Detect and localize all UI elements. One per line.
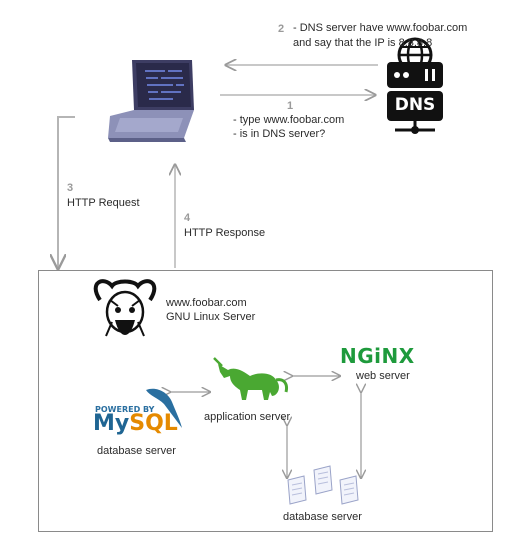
- step-2-number: 2: [278, 23, 285, 35]
- step-3-number: 3: [67, 182, 74, 194]
- server-box: [38, 270, 493, 532]
- step-1-line2: - is in DNS server?: [233, 128, 326, 140]
- mysql-logo: MySQL: [93, 411, 178, 436]
- http-request-label: HTTP Request: [67, 197, 140, 209]
- nginx-logo: NGiNX: [340, 344, 415, 368]
- mysql-logo-my: My: [93, 411, 130, 436]
- mysql-powered-text: POWERED BY: [95, 405, 155, 414]
- host-os: GNU Linux Server: [166, 311, 256, 323]
- http-response-label: HTTP Response: [184, 227, 266, 239]
- app-server-label: application server: [204, 411, 291, 423]
- db2-label: database server: [283, 511, 362, 523]
- step-1-number: 1: [287, 100, 294, 112]
- mysql-db-label: database server: [97, 445, 176, 457]
- step-1-line1: - type www.foobar.com: [233, 114, 345, 126]
- dns-label: DNS: [394, 95, 436, 115]
- step-2-line1: - DNS server have www.foobar.com: [293, 22, 468, 34]
- arrow-http-request: [58, 116, 75, 268]
- web-server-label: web server: [356, 370, 410, 382]
- step-2-line2: and say that the IP is 8.8.8.8: [293, 37, 433, 49]
- step-4-number: 4: [184, 212, 191, 224]
- mysql-logo-sql: SQL: [129, 411, 178, 436]
- host-domain: www.foobar.com: [166, 297, 247, 309]
